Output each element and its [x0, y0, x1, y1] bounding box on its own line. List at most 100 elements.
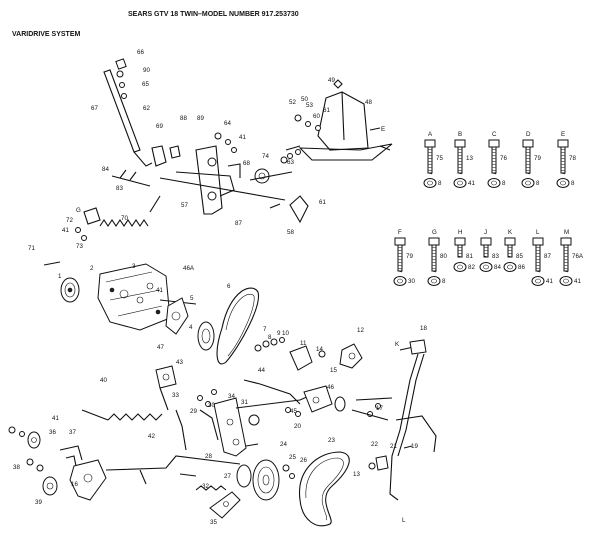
callout-label: 31 — [241, 399, 248, 406]
callout-label: 25 — [289, 454, 296, 461]
callout-label: 67 — [91, 105, 98, 112]
callout-label: 42 — [148, 433, 155, 440]
callout-label: 38 — [13, 464, 20, 471]
bolt-head — [522, 139, 534, 148]
callout-label: 40 — [100, 377, 107, 384]
hardware-part-number: 80 — [440, 253, 447, 260]
bolt-head — [488, 139, 500, 148]
callout-label: 83 — [116, 185, 123, 192]
hardware-letter: G — [432, 229, 437, 236]
callout-label: 26 — [300, 457, 307, 464]
callout-label: 7 — [263, 326, 267, 333]
callout-label: 17 — [376, 405, 383, 412]
shift-rod-assembly — [351, 339, 437, 501]
bolt-shaft — [427, 146, 433, 174]
callout-label: 60 — [313, 113, 320, 120]
hardware-item: F 79 30 — [393, 229, 415, 286]
bolt-head — [394, 237, 406, 246]
hardware-nut-number: 30 — [408, 278, 415, 285]
callout-label: G — [76, 207, 81, 214]
callout-label: 20 — [294, 423, 301, 430]
hardware-letter: H — [458, 229, 462, 236]
callout-label: 12 — [357, 327, 364, 334]
bolt-head — [557, 139, 569, 148]
hardware-part-number: 85 — [516, 253, 523, 260]
callout-label: 34 — [228, 393, 235, 400]
callout-label: 29 — [190, 408, 197, 415]
callout-label: 9 — [277, 330, 281, 337]
callout-label: 53 — [306, 102, 313, 109]
callout-label: 23 — [328, 437, 335, 444]
callout-label: 32 — [202, 483, 209, 490]
hardware-nut-number: 8 — [571, 180, 575, 187]
hardware-nut-number: 41 — [574, 278, 581, 285]
callout-label: 4 — [189, 324, 193, 331]
callout-label: 33 — [172, 392, 179, 399]
hardware-letter: F — [398, 229, 402, 236]
callout-label: 87 — [235, 220, 242, 227]
nut — [423, 178, 437, 188]
callout-label: 27 — [224, 473, 231, 480]
callout-label: 52 — [289, 99, 296, 106]
callout-label: 48 — [365, 99, 372, 106]
nut — [453, 178, 467, 188]
callout-label: 24 — [280, 441, 287, 448]
diagram-title: SEARS GTV 18 TWIN–MODEL NUMBER 917.25373… — [128, 11, 299, 18]
bolt-shaft — [431, 244, 437, 272]
mounting-bracket-assembly — [294, 79, 393, 161]
nut — [393, 276, 407, 286]
hardware-part-number: 79 — [534, 155, 541, 162]
bolt-head — [428, 237, 440, 246]
bolt-shaft — [525, 146, 531, 174]
hardware-nut-number: 86 — [518, 264, 525, 271]
callout-label: 30 — [208, 402, 215, 409]
callout-label: 15 — [330, 367, 337, 374]
hardware-nut-number: 8 — [502, 180, 506, 187]
bolt-head — [532, 237, 544, 246]
callout-label: 47 — [157, 344, 164, 351]
hardware-letter: B — [458, 131, 462, 138]
callout-label: K — [395, 341, 400, 348]
callout-label: 64 — [224, 120, 231, 127]
callout-label: 50 — [301, 96, 308, 103]
callout-label: 36 — [49, 429, 56, 436]
callout-label: 16 — [71, 481, 78, 488]
callout-label: 35 — [210, 519, 217, 526]
hardware-nut-number: 8 — [438, 180, 442, 187]
bolt-shaft — [491, 146, 497, 174]
hardware-nut-number: 41 — [546, 278, 553, 285]
callout-label: 39 — [35, 499, 42, 506]
hardware-nut-number: 41 — [468, 180, 475, 187]
callout-label: 10 — [282, 330, 289, 337]
bolt-shaft — [535, 244, 541, 272]
callout-label: 41 — [239, 134, 246, 141]
callout-label: 68 — [243, 160, 250, 167]
nut — [487, 178, 501, 188]
hardware-chart: A758B1341C768D798E788F7930G808H8182J8384… — [393, 131, 584, 286]
bolt-shaft — [457, 146, 463, 174]
hardware-letter: E — [561, 131, 565, 138]
callout-label: 89 — [197, 115, 204, 122]
callout-label: 6 — [227, 283, 231, 290]
hardware-letter: A — [428, 131, 433, 138]
nut — [531, 276, 545, 286]
hardware-letter: M — [564, 229, 569, 236]
callout-label: 5 — [190, 295, 194, 302]
hardware-part-number: 13 — [466, 155, 473, 162]
callout-label: 57 — [181, 202, 188, 209]
callout-label: 70 — [121, 215, 128, 222]
hardware-part-number: 79 — [406, 253, 413, 260]
callout-label: 84 — [102, 166, 109, 173]
bolt-shaft — [397, 244, 403, 272]
callout-label: 63 — [287, 159, 294, 166]
callout-label: 41 — [52, 415, 59, 422]
callout-label: 28 — [205, 453, 212, 460]
callout-label: 74 — [262, 153, 269, 160]
